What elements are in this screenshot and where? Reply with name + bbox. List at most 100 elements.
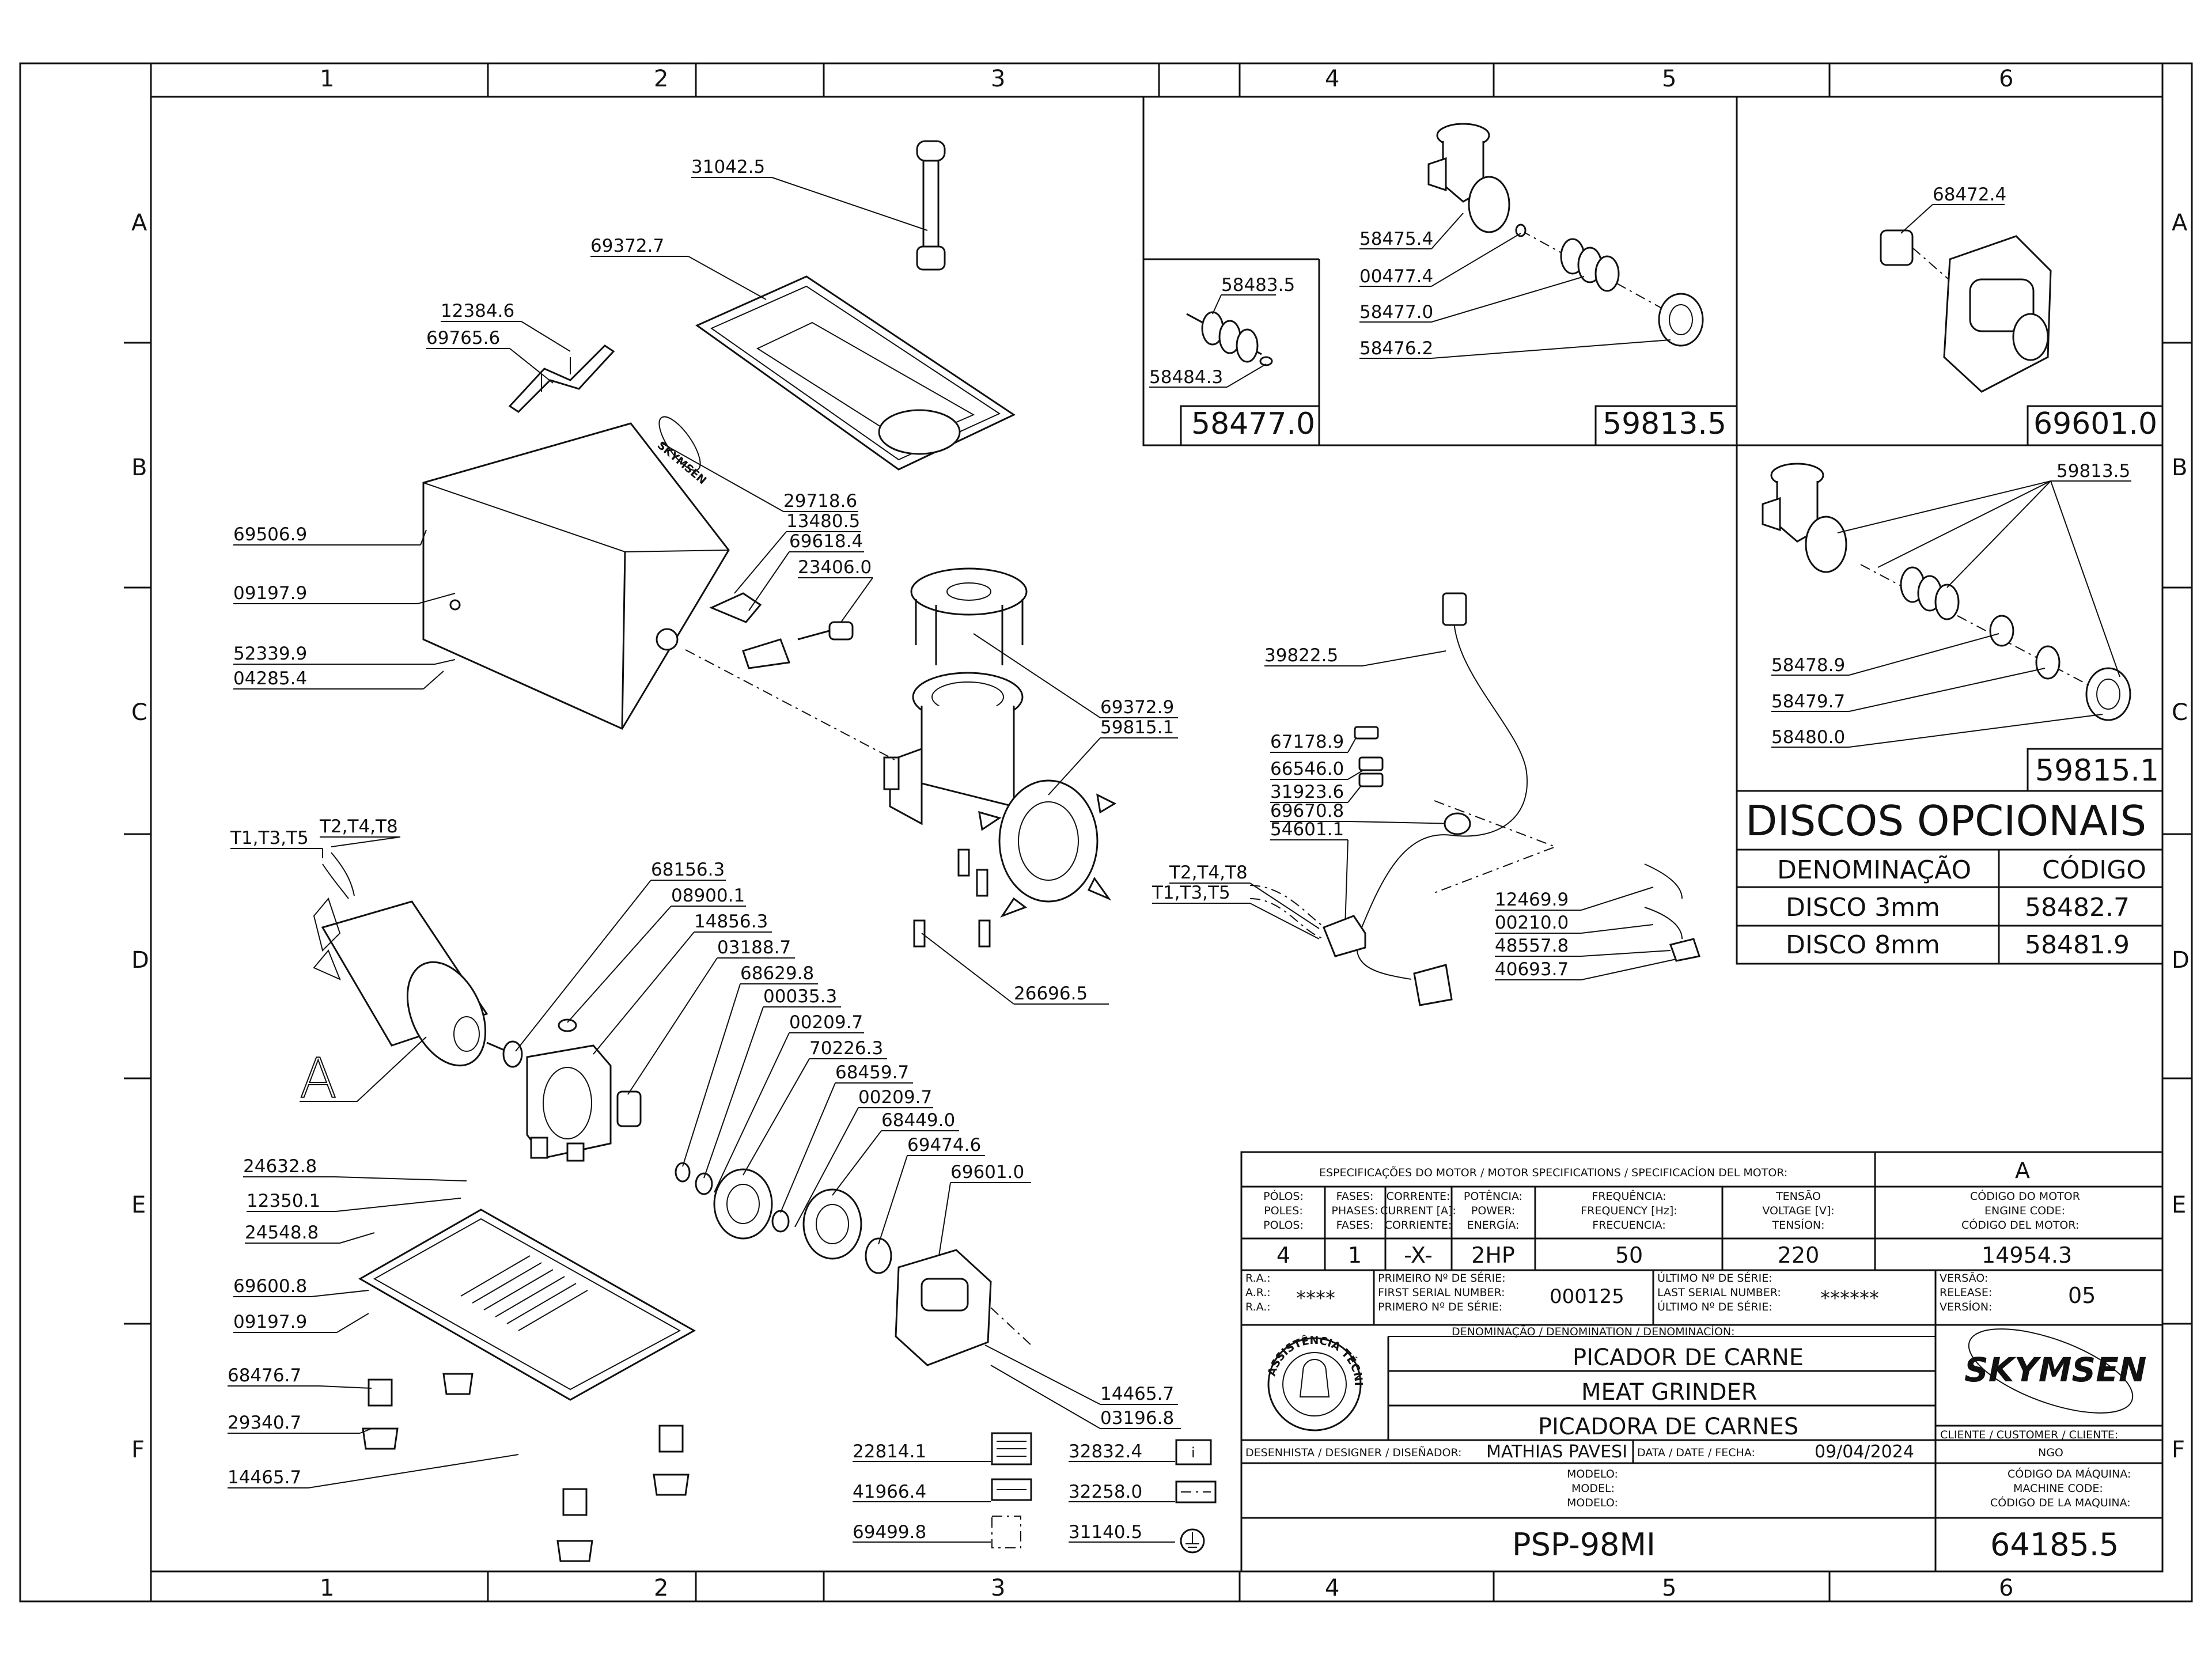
callout-leader [714,1032,790,1193]
part-callout-label: 69506.9 [233,524,307,545]
last-serial-label-2: LAST SERIAL NUMBER: [1657,1286,1781,1299]
detail-auger-label-1: 58483.5 [1221,275,1295,296]
spec-header: ESPECIFICAÇÕES DO MOTOR / MOTOR SPECIFIC… [1319,1166,1787,1179]
ra-value: **** [1296,1287,1335,1310]
grid-column-label: 1 [320,66,334,92]
callout-leader [331,836,401,847]
part-callout-label: 69670.8 [1270,801,1344,821]
last-serial-label-1: ÚLTIMO Nº DE SÉRIE: [1657,1271,1772,1285]
part-callout-label: 23406.0 [798,557,872,578]
callout-leader [1249,903,1320,940]
callout-leader [1362,650,1446,666]
part-callout-label: 68629.8 [740,963,814,984]
spec-column-value: 4 [1277,1243,1290,1268]
model-label-1: MODELO: [1567,1468,1618,1480]
version-label-3: VERSÍON: [1940,1300,1992,1313]
callout-leader [1347,821,1458,824]
machine-code-label-2: MACHINE CODE: [2013,1482,2103,1495]
detail-auger-code: 58477.0 [1191,407,1315,441]
date-label: DATA / DATE / FECHA: [1637,1446,1755,1459]
part-callout-label: 00210.0 [1495,912,1569,933]
motor-detail-letter: A [300,1047,337,1111]
part-callout-label: 31042.5 [691,157,765,177]
first-serial-label-3: PRIMERO Nº DE SÉRIE: [1378,1300,1502,1313]
spec-column-header: VOLTAGE [V]: [1762,1205,1834,1217]
callout-leader [743,1058,810,1176]
info-sticker-icon [1175,1439,1212,1465]
gearbox [502,1018,642,1162]
engine-code-label-2: ENGINE CODE: [1984,1205,2065,1217]
grid-row-label: A [131,210,147,236]
bracket [508,344,615,413]
callouts: 31042.569372.712384.669765.629718.613480… [228,157,1677,1488]
part-callout-label: 68449.0 [881,1110,955,1131]
version: 05 [2068,1283,2096,1308]
callout-leader [593,931,695,1055]
part-callout-label: T2,T4,T8 [1169,862,1248,883]
callout-leader [682,983,741,1167]
detail-assembly-label-4: 58480.0 [1771,727,1845,748]
wiring [1249,592,1700,1006]
ground-symbol-icon [1180,1528,1205,1554]
disc-3mm-code: 58482.7 [2025,893,2130,922]
detail-head-label-2: 00477.4 [1359,266,1433,287]
spec-column-header: POWER: [1471,1205,1515,1217]
grid-row-label: C [2172,699,2188,726]
spec-column-header: POLES: [1264,1205,1302,1217]
part-callout-label: 29340.7 [228,1412,301,1433]
callout-leader [434,659,456,665]
name-pt: PICADOR DE CARNE [1573,1344,1804,1371]
spec-column-value: 1 [1348,1243,1362,1268]
spec-column-value: 50 [1615,1243,1643,1268]
part-callout-label: T1,T3,T5 [1152,882,1230,903]
detail-assembly-label-3: 58479.7 [1771,691,1845,712]
grid-row-label: A [2172,210,2188,236]
callout-leader [1581,950,1671,957]
grid-row-label: E [2172,1192,2186,1218]
callout-leader [921,933,1014,1005]
feed-tray [695,275,1016,471]
accessory-code-2: 32832.4 [1069,1441,1142,1462]
callout-leader [627,957,718,1095]
accessory-code-6: 31140.5 [1069,1522,1142,1543]
callout-leader [1048,737,1101,796]
part-callout-label: 39822.5 [1264,645,1338,666]
part-callout-label: 03188.7 [717,937,791,958]
callout-leader [780,1082,836,1213]
spec-version-letter: A [2015,1158,2030,1183]
first-serial-label-2: FIRST SERIAL NUMBER: [1378,1286,1505,1299]
callout-leader [984,1344,1101,1405]
callout-leader [417,593,456,604]
part-callout-label: 14465.7 [1100,1384,1174,1404]
callout-leader [973,633,1101,718]
callout-leader [319,1385,372,1389]
callout-leader [840,577,873,623]
callout-leader [521,321,571,352]
spec-column-value: -X- [1404,1243,1433,1268]
date: 09/04/2024 [1815,1442,1914,1462]
callout-leader [1581,959,1677,980]
spec-column-header: FREQUÊNCIA: [1592,1190,1666,1203]
part-callout-label: 70226.3 [809,1038,883,1059]
detail-texts: 58483.5 58484.3 58477.0 58475.4 00477.4 … [1149,184,2159,788]
engine-code-label-3: CÓDIGO DEL MOTOR: [1961,1218,2079,1232]
spec-column-header: CURRENT [A]: [1380,1205,1456,1217]
part-callout-label: 69372.7 [590,236,664,256]
callout-leader [771,177,928,231]
first-serial: 000125 [1550,1285,1624,1308]
part-callout-label: 68476.7 [228,1365,301,1386]
spec-column-header: POTÊNCIA: [1464,1190,1522,1203]
callout-leader [359,1428,372,1434]
part-callout-label: 68156.3 [651,859,725,880]
accessory-code-1: 22814.1 [853,1441,926,1462]
detail-head-label-4: 58476.2 [1359,338,1433,359]
callout-leader [339,1232,375,1244]
detail-head-code: 59813.5 [1603,407,1726,441]
optional-discs-title: DISCOS OPCIONAIS [1745,797,2146,845]
part-callout-label: 69372.9 [1100,697,1174,718]
callout-leader [990,1365,1101,1429]
callout-leader [703,1006,764,1179]
part-callout-label: T2,T4,T8 [319,816,398,837]
callout-leader [509,348,554,384]
